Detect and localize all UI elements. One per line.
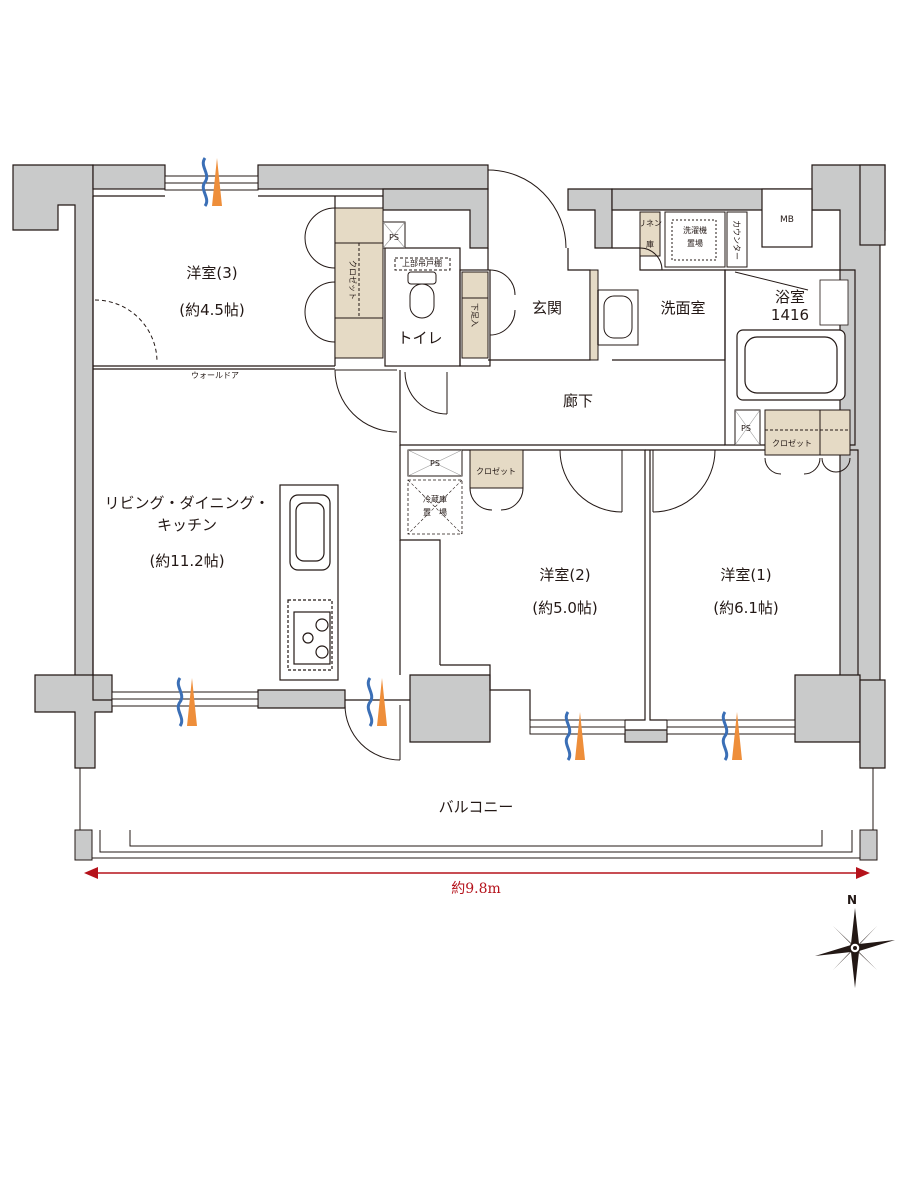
storage-areas: [334, 207, 851, 489]
windows: [111, 175, 796, 735]
western1-name: 洋室(1): [720, 566, 771, 584]
bathroom-name: 浴室: [775, 288, 805, 306]
door-swings: [94, 169, 851, 761]
balcony-name: バルコニー: [439, 798, 514, 816]
fridge-space: [407, 479, 463, 535]
ps-top-label: PS: [389, 233, 399, 242]
interior-walls: [92, 195, 859, 721]
closet-western1: [764, 409, 851, 456]
ldk-name-2: キッチン: [157, 516, 217, 534]
mb-box: MB: [761, 188, 813, 248]
ps-boxes: [382, 221, 761, 477]
ldk-name-1: リビング・ダイニング・: [104, 494, 269, 512]
width-dimension: [84, 867, 870, 879]
fridge-label-1: 冷蔵庫: [423, 494, 447, 504]
closet-w3-label: クロゼット: [348, 260, 358, 300]
linen-label-2: 庫: [646, 239, 654, 249]
counter-label: カウンター: [732, 220, 741, 260]
washer-label-2: 置場: [687, 238, 703, 248]
width-dimension-label: 約9.8m: [451, 881, 501, 897]
closet-w2-label: クロゼット: [476, 466, 516, 476]
fridge-label-2: 置 場: [423, 507, 447, 517]
western2-area: (約5.0帖): [532, 599, 598, 617]
washroom-counter: [726, 211, 748, 268]
ps-right-label: PS: [741, 424, 751, 433]
compass-north-label: N: [847, 893, 857, 907]
airflow-marks: [176, 157, 742, 761]
western2-name: 洋室(2): [539, 566, 590, 584]
linen-label-1: リネン: [638, 219, 662, 228]
washroom-name: 洗面室: [660, 299, 705, 317]
ldk-area: (約11.2帖): [149, 552, 224, 570]
washer-label-1: 洗濯機: [683, 225, 707, 235]
washroom-storage: [589, 269, 599, 361]
shoe-box: [461, 271, 489, 359]
ps-middle-label: PS: [430, 459, 440, 468]
mb-label: MB: [780, 215, 794, 225]
washing-machine-space: [664, 211, 726, 268]
closet-western2: [469, 449, 524, 489]
balcony: [74, 768, 878, 861]
closet-w1-label: クロゼット: [772, 438, 812, 448]
basin: [597, 289, 639, 346]
wall-door-label: ウォールドア: [191, 371, 239, 380]
toilet-name: トイレ: [397, 329, 442, 347]
bathroom-size: 1416: [771, 306, 809, 324]
western3-name: 洋室(3): [186, 264, 237, 282]
shoe-box-label: 下足入: [470, 303, 479, 327]
kitchen-counter: [279, 484, 339, 681]
entrance-name: 玄関: [532, 299, 562, 317]
upper-cabinet-label: 上部吊戸棚: [402, 258, 442, 268]
compass-icon: [815, 908, 895, 988]
linen-storage: [639, 211, 661, 257]
bathtub: [736, 279, 849, 401]
toilet-fixture: [394, 257, 451, 319]
western1-area: (約6.1帖): [713, 599, 779, 617]
western3-area: (約4.5帖): [179, 301, 245, 319]
hallway-name: 廊下: [563, 392, 593, 410]
